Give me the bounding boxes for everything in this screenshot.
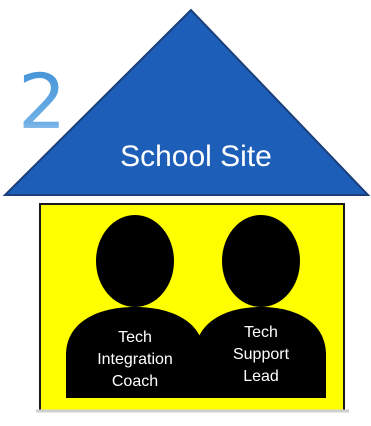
- person-label-line: Lead: [243, 368, 279, 385]
- person-head: [222, 215, 300, 307]
- person-label-line: Support: [233, 346, 290, 363]
- person-tech-support-lead: Tech Support Lead: [195, 215, 326, 398]
- person-label-line: Integration: [97, 351, 173, 368]
- roof-label: School Site: [120, 140, 272, 173]
- person-body: [195, 307, 326, 398]
- person-label-line: Tech: [244, 324, 278, 341]
- person-head: [96, 215, 174, 307]
- person-label-line: Tech: [118, 329, 152, 346]
- person-label-line: Coach: [112, 373, 158, 390]
- person-body: [66, 307, 204, 398]
- step-number: 2: [18, 57, 66, 146]
- person-tech-integration-coach: Tech Integration Coach: [66, 215, 204, 398]
- roof: [2, 8, 371, 196]
